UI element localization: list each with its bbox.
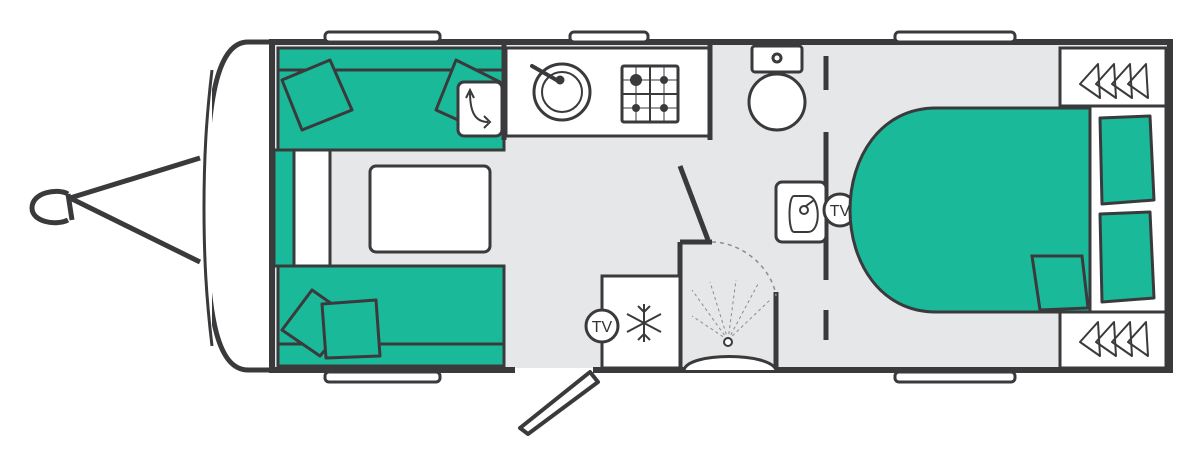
- entrance-door: [518, 370, 600, 436]
- front-window: [202, 69, 214, 347]
- snowflake-icon: [626, 304, 662, 342]
- sink-icon: [530, 62, 592, 122]
- tow-hitch-icon: [29, 155, 202, 265]
- top-windows: [323, 30, 1017, 44]
- bed-fold-edge: [1031, 255, 1041, 311]
- hanger-icon: [1079, 321, 1149, 357]
- tv-label-lounge: TV: [592, 319, 613, 336]
- tv-label-bedroom: TV: [830, 203, 851, 220]
- front-lounge-side-seat-inner: [272, 148, 296, 268]
- washroom-sink-icon: [774, 180, 828, 244]
- hob-icon: [620, 64, 680, 124]
- tv-icon: TV: [584, 308, 620, 344]
- double-bed: [848, 106, 1092, 314]
- swivel-seat-icon: [456, 80, 504, 138]
- shower-door-arc: [711, 241, 777, 297]
- toilet-icon: [747, 44, 807, 132]
- shower-tray: [682, 355, 778, 371]
- lounge-table: [368, 164, 492, 254]
- bed-pillows: [1098, 114, 1156, 304]
- front-wall: [203, 39, 272, 373]
- shower-spray: [691, 279, 771, 341]
- bottom-windows: [323, 370, 1017, 384]
- bed-covers-fold: [1030, 254, 1090, 312]
- shower-drain: [723, 337, 733, 347]
- hanger-icon: [1079, 63, 1149, 99]
- wardrobe-top: [1058, 46, 1168, 108]
